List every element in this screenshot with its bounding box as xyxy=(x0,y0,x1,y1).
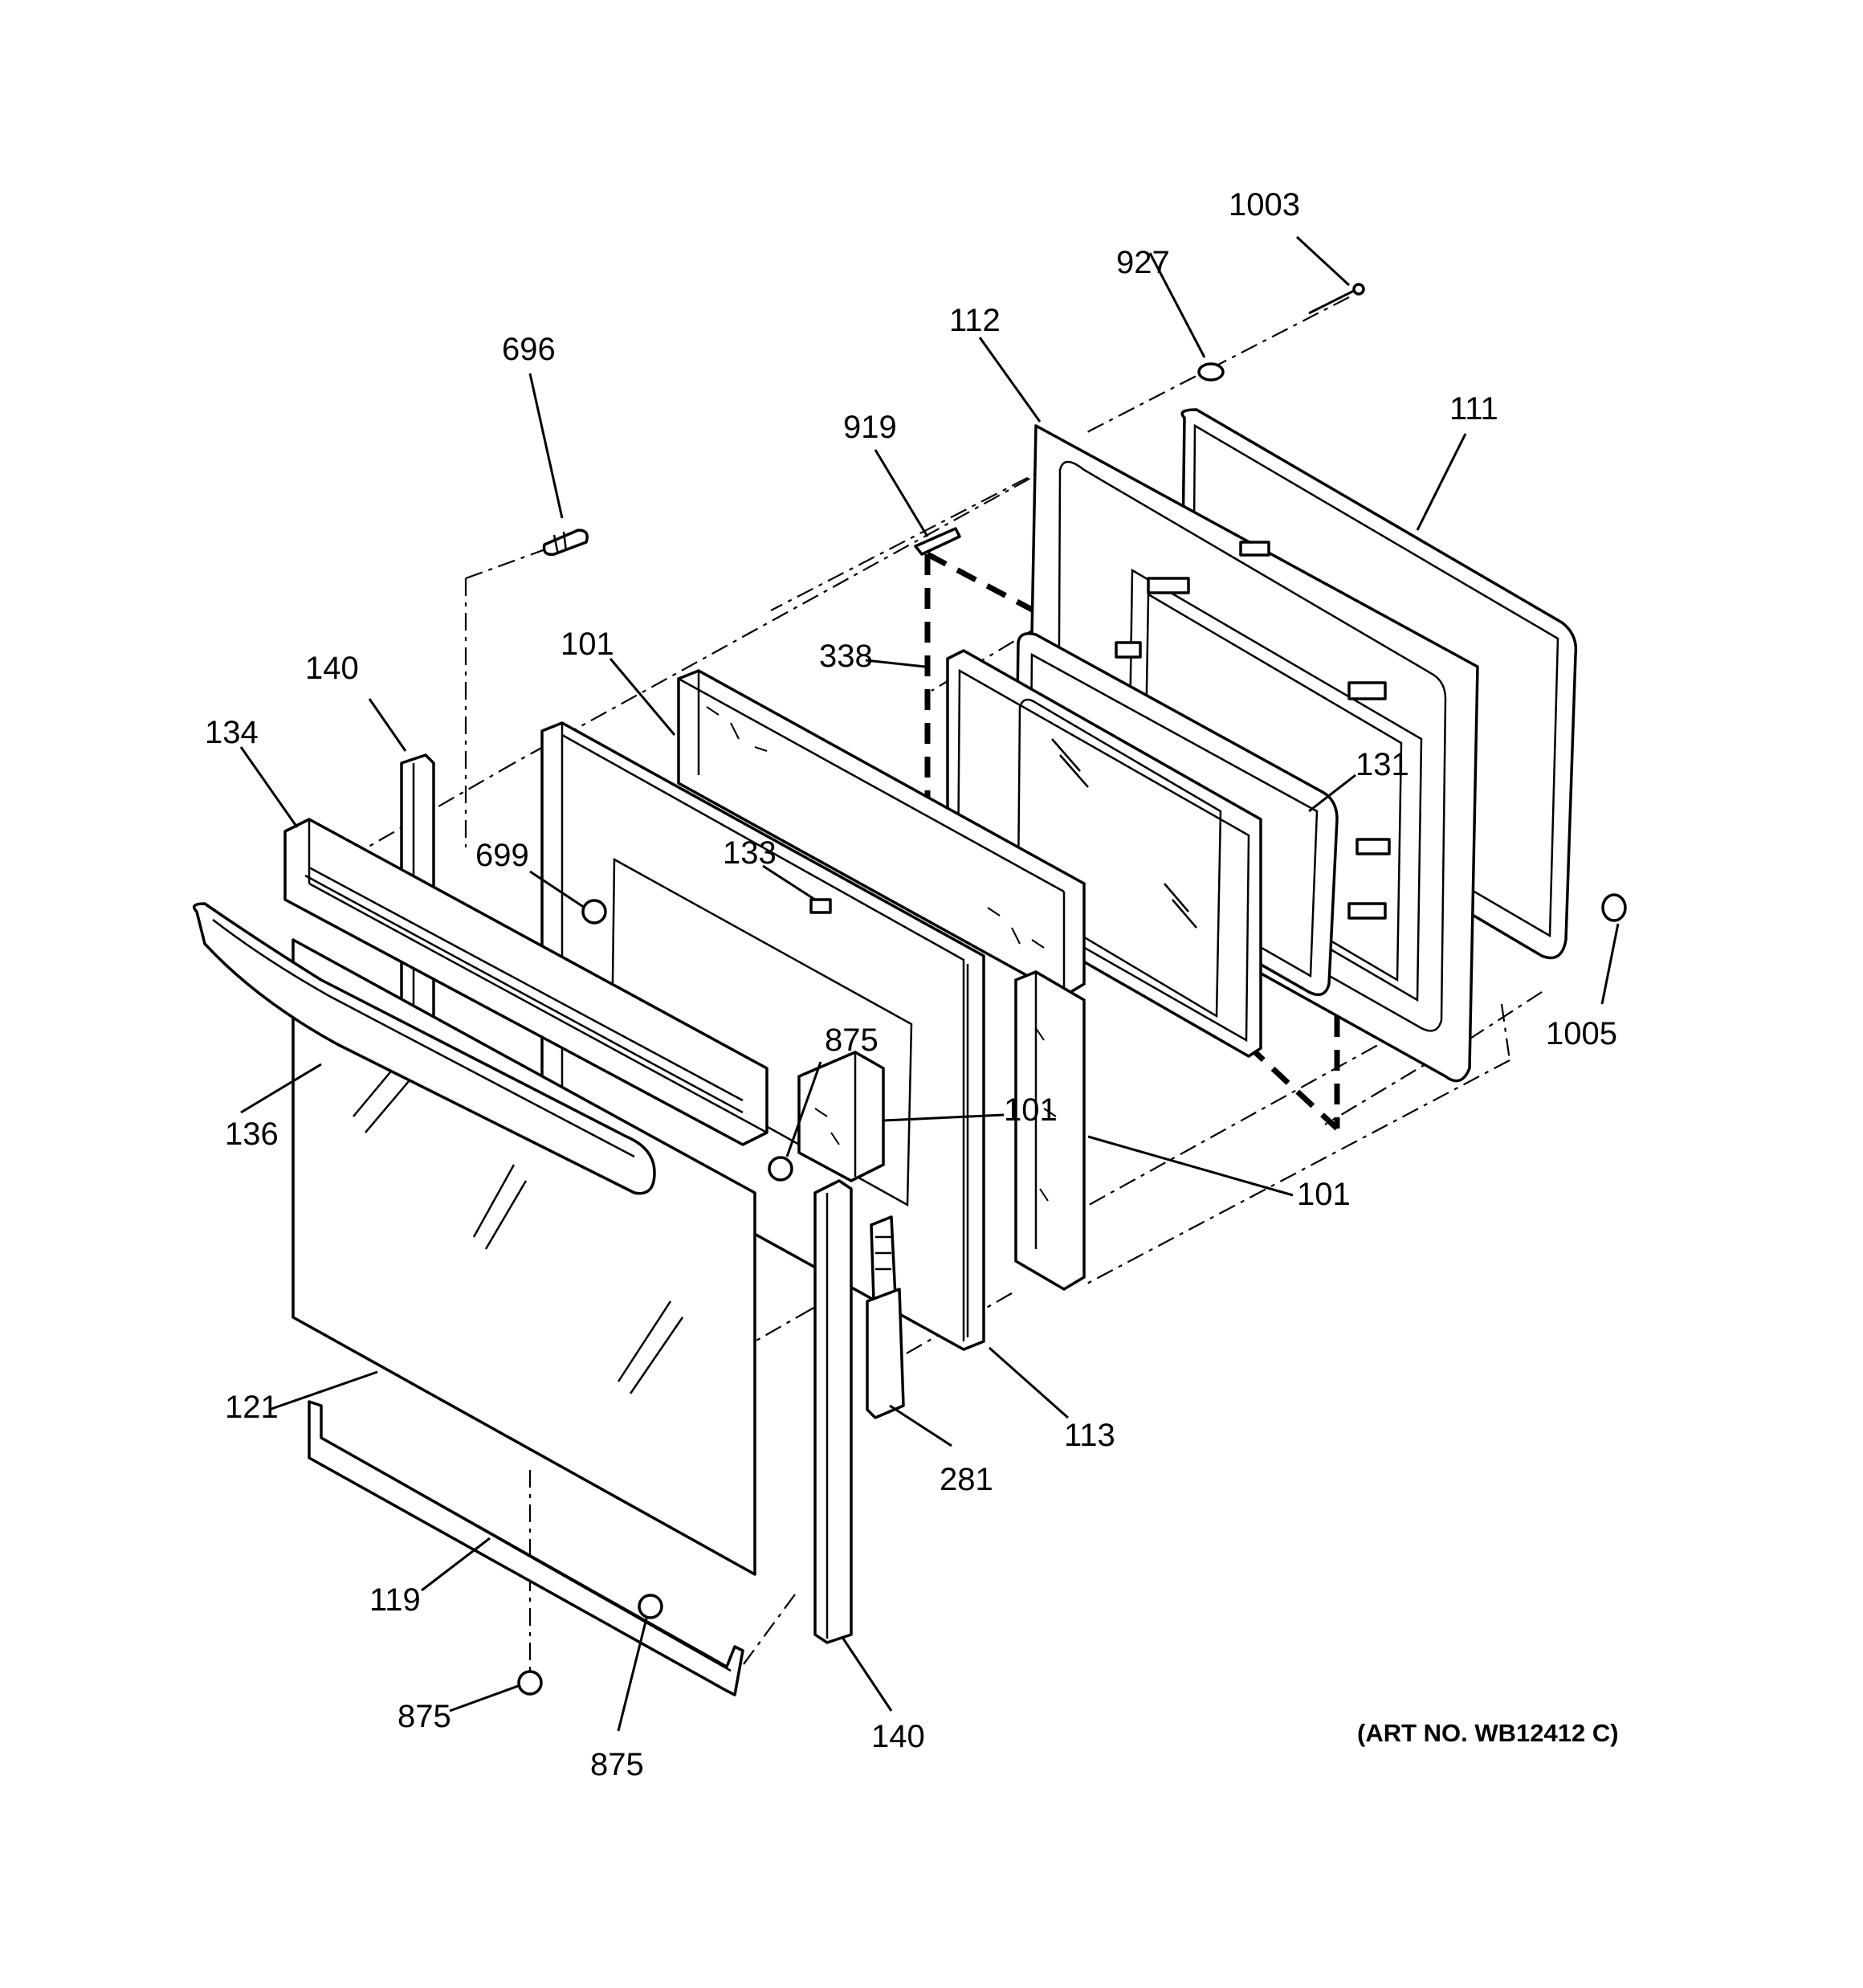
callout-121: 121 xyxy=(225,1390,279,1425)
callout-699: 699 xyxy=(475,838,529,873)
side-channel-140-bottom xyxy=(813,1179,853,1644)
callout-1005: 1005 xyxy=(1546,1016,1617,1051)
screw-696 xyxy=(542,529,589,556)
callout-140-bottom: 140 xyxy=(871,1719,925,1754)
callout-136: 136 xyxy=(225,1116,279,1152)
callout-labels: 1003 927 112 696 919 111 101 338 140 134… xyxy=(205,187,1619,1782)
washer-927 xyxy=(1197,362,1225,382)
callout-101-top: 101 xyxy=(561,627,614,662)
screw-1005 xyxy=(1601,893,1627,922)
outer-glass-121 xyxy=(291,938,756,1576)
callout-875-left: 875 xyxy=(397,1699,451,1734)
bottom-trim-119 xyxy=(308,1400,744,1696)
callout-875-mid: 875 xyxy=(825,1023,879,1058)
callout-131: 131 xyxy=(1355,747,1409,782)
door-hinge-281 xyxy=(866,1215,905,1419)
insulation-101-top xyxy=(677,669,1086,998)
callout-140-top: 140 xyxy=(305,651,359,686)
vent-trim-134 xyxy=(283,818,768,1146)
callout-112: 112 xyxy=(949,303,1001,338)
callout-1003: 1003 xyxy=(1229,187,1300,222)
callout-338: 338 xyxy=(819,639,873,674)
callout-919: 919 xyxy=(843,410,897,445)
clip-133 xyxy=(809,898,832,914)
screw-699 xyxy=(581,899,607,925)
callout-111: 111 xyxy=(1449,391,1498,427)
screw-875-left xyxy=(517,1670,543,1696)
screw-1003 xyxy=(1308,283,1365,315)
art-number: (ART NO. WB12412 C) xyxy=(1357,1719,1619,1747)
callout-113: 113 xyxy=(1064,1418,1115,1453)
screw-875-bottom xyxy=(638,1594,663,1619)
callout-927: 927 xyxy=(1116,245,1170,280)
callout-134: 134 xyxy=(205,715,259,750)
leader-lines xyxy=(239,235,1620,1732)
callout-101-right: 101 xyxy=(1297,1177,1351,1212)
callout-133: 133 xyxy=(723,835,777,871)
insulation-101-mid xyxy=(797,1051,885,1182)
screw-875-mid xyxy=(768,1156,793,1182)
insulation-101-side xyxy=(1014,970,1086,1292)
callout-696: 696 xyxy=(502,332,556,367)
callout-281: 281 xyxy=(940,1462,993,1497)
callout-875-bottom: 875 xyxy=(590,1747,644,1782)
callout-119: 119 xyxy=(369,1582,421,1618)
callout-101-mid: 101 xyxy=(1004,1092,1058,1128)
pin-919 xyxy=(914,527,961,556)
door-handle-136 xyxy=(192,902,656,1195)
